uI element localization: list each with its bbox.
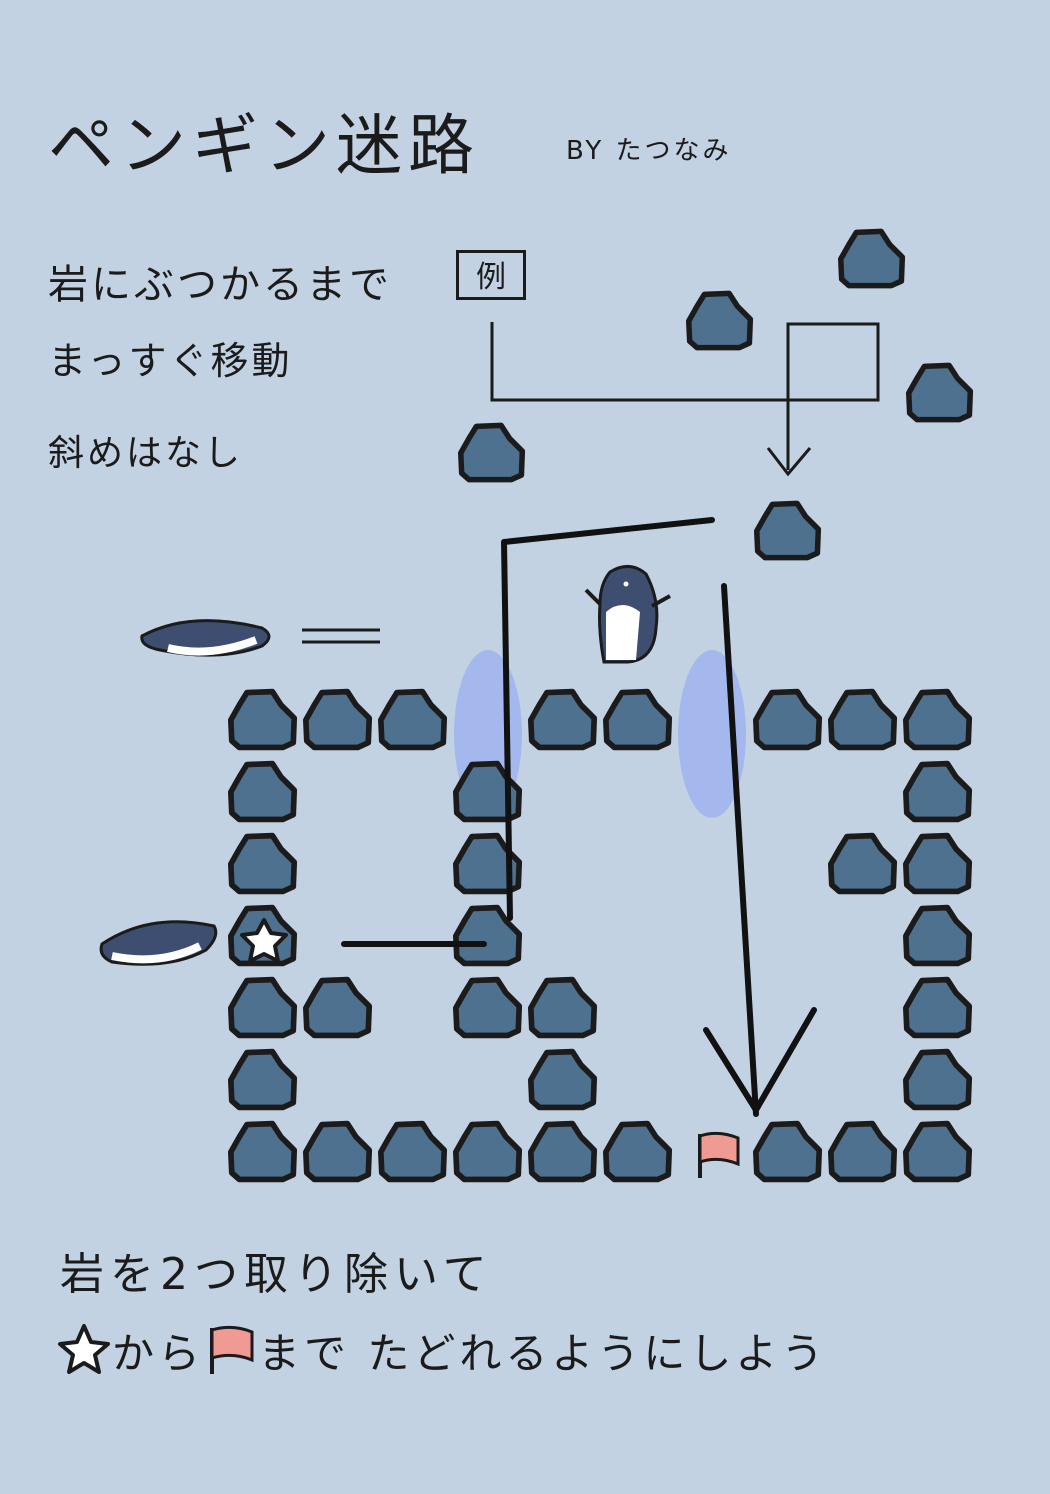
rock-icon[interactable] bbox=[531, 1124, 594, 1180]
rock-icon bbox=[461, 425, 523, 479]
rock-icon[interactable] bbox=[381, 692, 444, 748]
rock-icon[interactable] bbox=[906, 1052, 969, 1108]
rock-icon[interactable] bbox=[831, 836, 894, 892]
rock-icon bbox=[841, 231, 903, 285]
from-label: から bbox=[112, 1328, 205, 1378]
goal-flag-icon bbox=[698, 1131, 740, 1178]
rock-icon[interactable] bbox=[531, 1052, 594, 1108]
rock-icon[interactable] bbox=[906, 692, 969, 748]
rock-icon bbox=[909, 365, 971, 419]
author-credit: BY たつなみ bbox=[566, 136, 732, 166]
rock-icon[interactable] bbox=[531, 980, 594, 1036]
rock-icon[interactable] bbox=[306, 1124, 369, 1180]
example-label: 例 bbox=[456, 250, 526, 300]
rock-icon[interactable] bbox=[531, 692, 594, 748]
rock-icon[interactable] bbox=[456, 1124, 519, 1180]
rock-icon[interactable] bbox=[606, 1124, 669, 1180]
speed-lines bbox=[302, 628, 380, 644]
rock-icon bbox=[689, 293, 751, 347]
rock-icon[interactable] bbox=[756, 1124, 819, 1180]
rock-icon[interactable] bbox=[906, 1124, 969, 1180]
rock-icon[interactable] bbox=[231, 980, 294, 1036]
rock-icon[interactable] bbox=[306, 692, 369, 748]
maze-rocks bbox=[231, 692, 969, 1180]
rule-3: 斜めはなし bbox=[48, 433, 244, 474]
rock-icon[interactable] bbox=[231, 764, 294, 820]
rock-icon[interactable] bbox=[831, 692, 894, 748]
rock-icon[interactable] bbox=[231, 1124, 294, 1180]
example-diagram bbox=[461, 231, 971, 557]
rock-icon[interactable] bbox=[306, 980, 369, 1036]
rock-icon[interactable] bbox=[231, 1052, 294, 1108]
solution-path bbox=[341, 517, 817, 1117]
rock-icon[interactable] bbox=[906, 980, 969, 1036]
rock-icon[interactable] bbox=[906, 836, 969, 892]
rock-icon bbox=[757, 503, 819, 557]
sliding-penguin-icon bbox=[140, 619, 271, 657]
rock-icon[interactable] bbox=[606, 692, 669, 748]
rule-2: まっすぐ移動 bbox=[48, 339, 293, 383]
rock-icon[interactable] bbox=[756, 692, 819, 748]
flag-icon bbox=[210, 1325, 254, 1374]
standing-penguin-icon bbox=[584, 565, 671, 664]
puzzle-title: ペンギン迷路 bbox=[48, 107, 480, 184]
rock-icon[interactable] bbox=[381, 1124, 444, 1180]
goal-instruction-line1: 岩を2つ取り除いて bbox=[60, 1249, 493, 1300]
rock-icon[interactable] bbox=[231, 692, 294, 748]
start-star-icon bbox=[240, 918, 288, 963]
rock-icon[interactable] bbox=[231, 836, 294, 892]
sliding-penguin-icon bbox=[99, 920, 218, 966]
rock-icon[interactable] bbox=[906, 908, 969, 964]
goal-instruction-line2: から まで たどれるようにしよう bbox=[56, 1320, 827, 1380]
rock-icon[interactable] bbox=[456, 980, 519, 1036]
rock-icon[interactable] bbox=[831, 1124, 894, 1180]
rock-icon[interactable] bbox=[906, 764, 969, 820]
to-label: まで たどれるようにしよう bbox=[258, 1328, 828, 1378]
rule-1: 岩にぶつかるまで bbox=[48, 262, 392, 308]
star-icon bbox=[58, 1324, 110, 1374]
